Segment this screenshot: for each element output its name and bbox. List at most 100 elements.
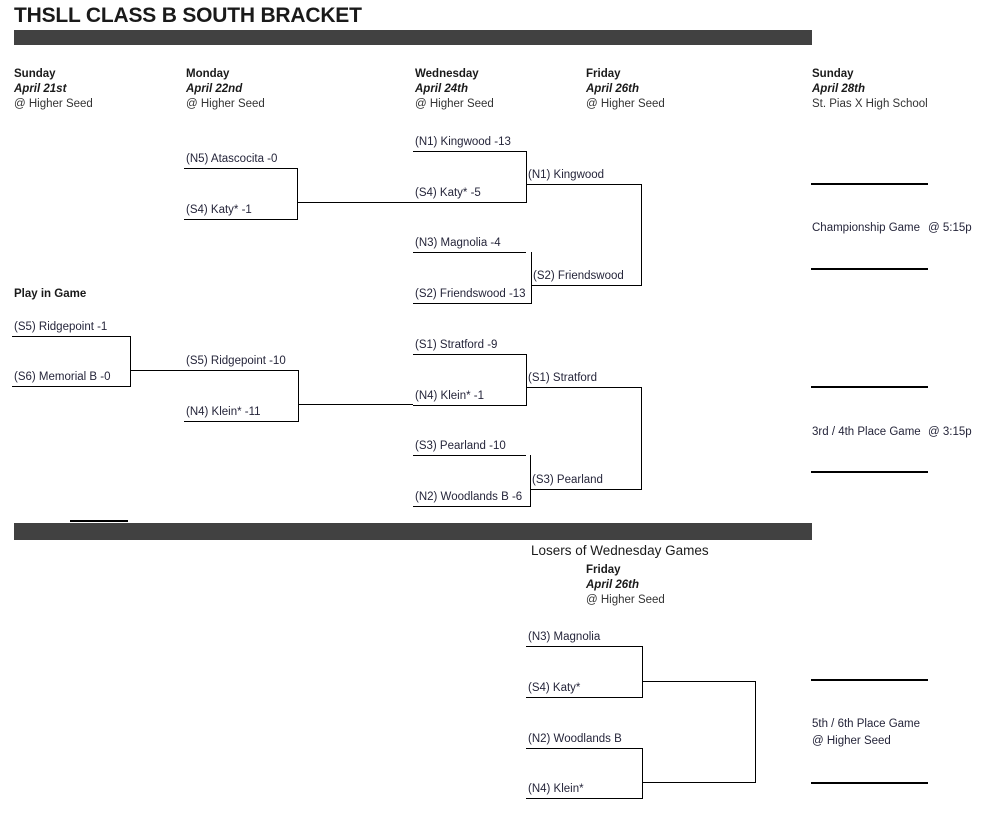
column-header-sunday-28: Sunday April 28th St. Pias X High School: [812, 67, 928, 112]
match-c2-top-rule: [526, 748, 642, 749]
column-header-monday-22: Monday April 22nd @ Higher Seed: [186, 67, 265, 112]
match-c1-bottom-team: (S4) Katy*: [528, 682, 581, 694]
column-venue: @ Higher Seed: [14, 98, 93, 110]
match-playin-top-team: (S5) Ridgepoint -1: [14, 321, 108, 333]
consolation-venue: @ Higher Seed: [586, 594, 665, 606]
championship-top-rule: [811, 183, 928, 185]
column-date: April 22nd: [186, 83, 243, 95]
match-m2-winner-feed: [298, 404, 413, 405]
match-m2-connector: [298, 370, 299, 422]
match-q2-bottom-rule: [413, 303, 531, 304]
column-header-wednesday-24: Wednesday April 24th @ Higher Seed: [415, 67, 494, 112]
match-playin-bottom-rule: [12, 386, 130, 387]
third-place-bottom-rule: [811, 471, 928, 473]
match-c1-connector: [642, 646, 643, 698]
match-m1-top-rule: [184, 168, 297, 169]
match-q3-connector: [526, 354, 527, 406]
match-sf2-bottom-team: (S3) Pearland: [532, 474, 603, 486]
consolation-upper-feed: [642, 681, 755, 682]
match-sf2-connector: [641, 387, 642, 490]
match-c2-connector: [642, 748, 643, 799]
fifth-place-bottom-rule: [811, 782, 928, 784]
match-playin-bottom-team: (S6) Memorial B -0: [14, 371, 111, 383]
match-q3-top-rule: [413, 354, 526, 355]
match-m2-top-team: (S5) Ridgepoint -10: [186, 355, 286, 367]
column-day: Sunday: [14, 68, 56, 80]
championship-bottom-rule: [811, 268, 928, 270]
column-venue: @ Higher Seed: [415, 98, 494, 110]
column-date: April 28th: [812, 83, 866, 95]
match-m1-bottom-rule: [184, 219, 297, 220]
match-m1-winner-feed: [297, 202, 415, 203]
match-q1-top-team: (N1) Kingwood -13: [415, 136, 511, 148]
match-m1-connector: [297, 168, 298, 220]
column-header-sunday-21: Sunday April 21st @ Higher Seed: [14, 67, 93, 112]
match-q3-bottom-rule: [413, 405, 526, 406]
match-c1-top-team: (N3) Magnolia: [528, 631, 601, 643]
column-venue: @ Higher Seed: [586, 98, 665, 110]
match-playin-top-rule: [12, 336, 130, 337]
fifth-place-venue: @ Higher Seed: [812, 735, 891, 747]
consolation-day: Friday: [586, 564, 621, 576]
column-day: Monday: [186, 68, 230, 80]
match-q4-top-team: (S3) Pearland -10: [415, 440, 506, 452]
match-c2-bottom-rule: [526, 798, 642, 799]
match-q4-top-rule: [413, 455, 526, 456]
column-date: April 24th: [415, 83, 469, 95]
consolation-heading: Losers of Wednesday Games: [531, 543, 709, 558]
column-day: Wednesday: [415, 68, 479, 80]
page-title: THSLL CLASS B SOUTH BRACKET: [14, 4, 362, 27]
match-playin-winner-feed: [130, 370, 186, 371]
consolation-lower-feed: [642, 782, 755, 783]
play-in-heading: Play in Game: [14, 288, 87, 300]
match-m2-bottom-rule: [184, 421, 298, 422]
match-sf1-connector: [641, 184, 642, 286]
match-q2-top-team: (N3) Magnolia -4: [415, 237, 501, 249]
match-q2-connector: [531, 252, 532, 304]
match-playin-connector: [130, 336, 131, 387]
match-q2-bottom-team: (S2) Friendswood -13: [415, 288, 526, 300]
match-m2-bottom-team: (N4) Klein* -11: [186, 406, 261, 418]
match-q4-bottom-team: (N2) Woodlands B -6: [415, 491, 523, 503]
column-header-friday-26: Friday April 26th @ Higher Seed: [586, 67, 665, 112]
match-sf1-bottom-rule: [531, 285, 641, 286]
consolation-date: April 26th: [586, 579, 640, 591]
match-sf1-top-rule: [526, 184, 641, 185]
consolation-final-connector: [755, 681, 756, 783]
championship-label: Championship Game: [812, 222, 921, 234]
match-q1-connector: [526, 151, 527, 203]
match-sf1-bottom-team: (S2) Friendswood: [533, 270, 624, 282]
header-divider-bar: [14, 30, 812, 45]
match-sf2-top-team: (S1) Stratford: [528, 372, 598, 384]
match-c2-bottom-team: (N4) Klein*: [528, 783, 584, 795]
column-day: Sunday: [812, 68, 854, 80]
consolation-column-header: Friday April 26th @ Higher Seed: [586, 563, 665, 608]
match-q3-top-team: (S1) Stratford -9: [415, 339, 498, 351]
third-place-label: 3rd / 4th Place Game: [812, 426, 921, 438]
match-m1-bottom-team: (S4) Katy* -1: [186, 204, 252, 216]
fifth-place-top-rule: [811, 679, 928, 681]
match-q4-connector: [530, 455, 531, 507]
match-m2-top-rule: [184, 370, 298, 371]
match-sf1-top-team: (N1) Kingwood: [528, 169, 605, 181]
column-venue: @ Higher Seed: [186, 98, 265, 110]
match-q2-top-rule: [413, 252, 526, 253]
match-q1-bottom-rule: [413, 202, 526, 203]
match-sf2-top-rule: [526, 387, 641, 388]
section-divider-bar: [14, 523, 812, 540]
divider-stub-rule: [70, 520, 128, 522]
match-q1-bottom-team: (S4) Katy* -5: [415, 187, 481, 199]
match-q1-top-rule: [413, 151, 526, 152]
match-c1-top-rule: [526, 646, 642, 647]
column-venue: St. Pias X High School: [812, 98, 928, 110]
match-m1-top-team: (N5) Atascocita -0: [186, 153, 278, 165]
match-c1-bottom-rule: [526, 697, 642, 698]
third-place-time: @ 3:15p: [928, 426, 972, 438]
match-c2-top-team: (N2) Woodlands B: [528, 733, 622, 745]
column-date: April 26th: [586, 83, 640, 95]
match-q3-bottom-team: (N4) Klein* -1: [415, 390, 485, 402]
match-q4-bottom-rule: [413, 506, 531, 507]
match-sf2-bottom-rule: [530, 489, 641, 490]
championship-time: @ 5:15p: [928, 222, 972, 234]
